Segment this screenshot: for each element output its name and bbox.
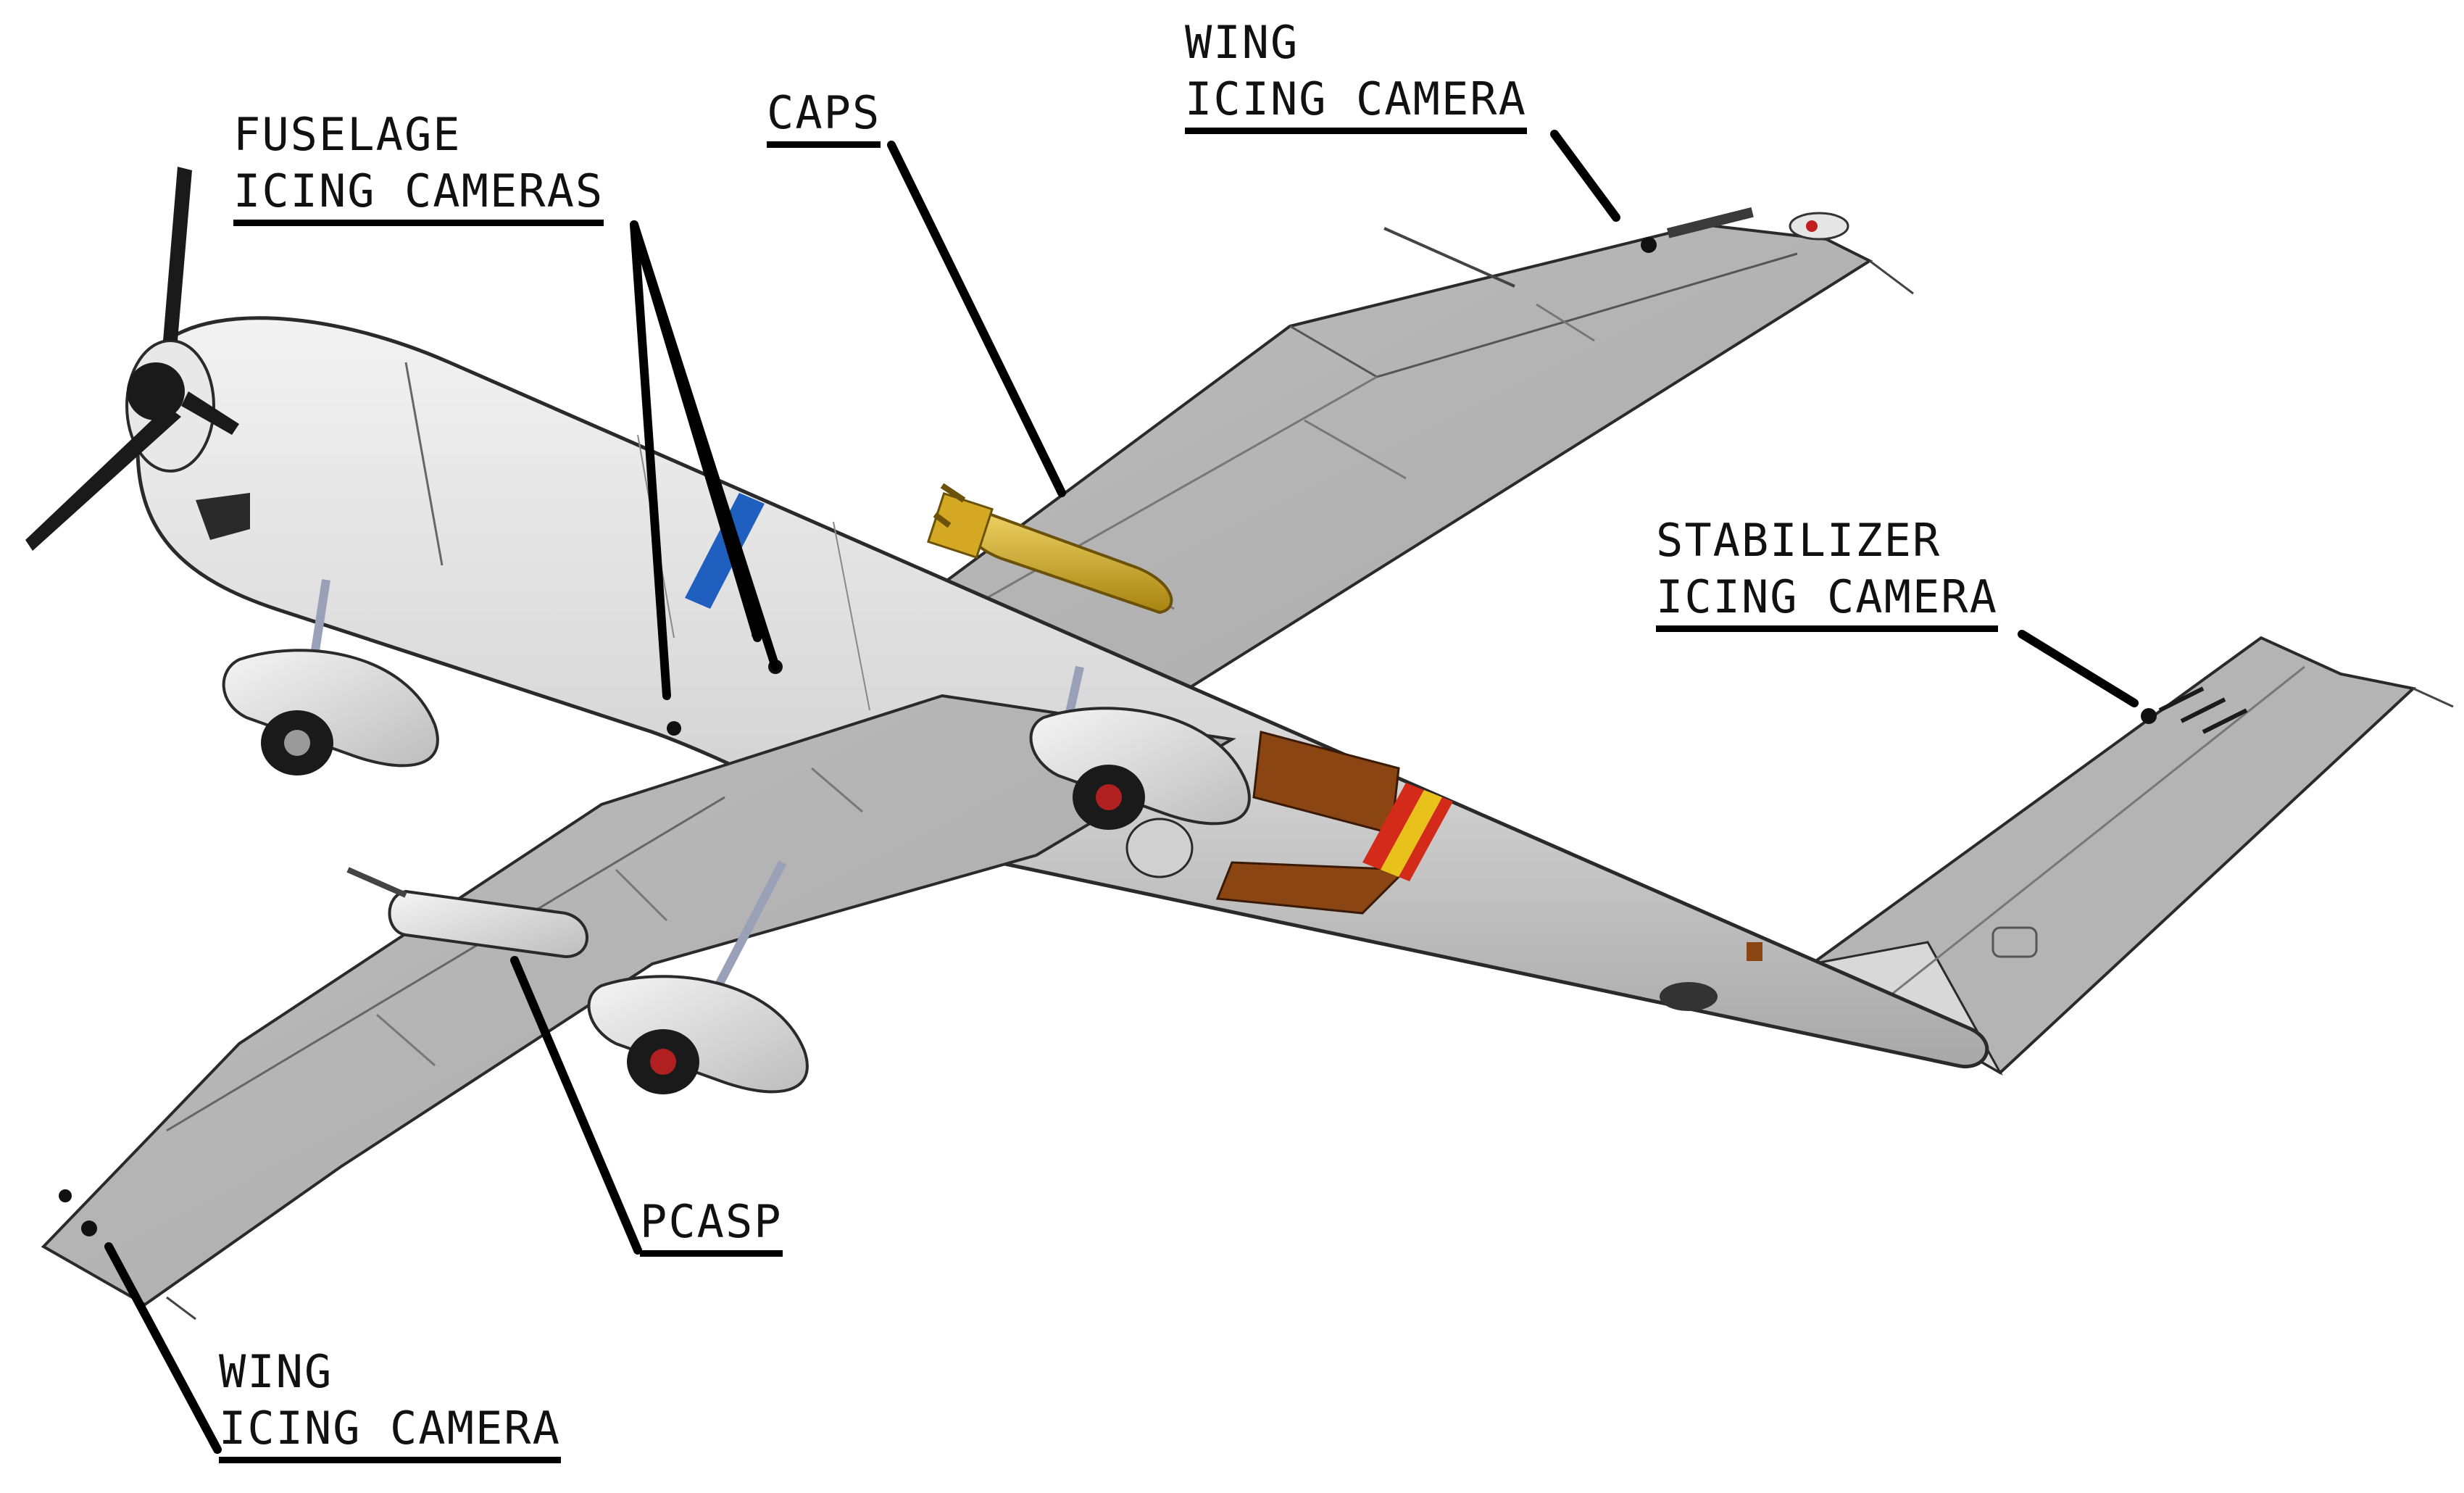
leader-stabilizer-camera [2018, 630, 2139, 707]
fuselage-hatch [1215, 731, 1453, 915]
landing-gear [222, 579, 1251, 1094]
leader-pcasp [510, 956, 642, 1255]
wing-camera-left-label-line2: ICING CAMERA [219, 1406, 561, 1463]
wing-camera-left-label: WING ICING CAMERA [219, 1349, 561, 1463]
wing-camera-right-label-line1: WING [1185, 16, 1299, 69]
stabilizer-camera-label-line2: ICING CAMERA [1656, 575, 1998, 632]
caps-label: CAPS [767, 91, 881, 148]
fuselage [136, 316, 1989, 1068]
wing-camera-right-label-line2: ICING CAMERA [1185, 77, 1527, 134]
leader-fuselage-camera-c [630, 220, 780, 671]
wing-camera-left-label-line1: WING [219, 1345, 333, 1398]
pcasp-probe [346, 867, 588, 959]
leader-fuselage-camera-a [630, 220, 671, 700]
propeller [25, 167, 250, 551]
stabilizer-camera-label-line1: STABILIZER [1656, 514, 1941, 567]
leader-wing-camera-right [1550, 130, 1620, 222]
fuselage-cameras-label-line2: ICING CAMERAS [233, 169, 604, 226]
wing-camera-right-label: WING ICING CAMERA [1185, 20, 1527, 134]
stabilizer-camera-label: STABILIZER ICING CAMERA [1656, 518, 1998, 632]
pcasp-label: PCASP [640, 1199, 783, 1257]
caps-probe [927, 483, 1173, 615]
fuselage-cameras-label-line1: FUSELAGE [233, 108, 462, 161]
leader-lines [104, 130, 2139, 1454]
pcasp-label-line1: PCASP [640, 1199, 783, 1257]
leader-wing-camera-left [104, 1242, 222, 1454]
fuselage-cameras-label: FUSELAGE ICING CAMERAS [233, 112, 604, 226]
leader-caps [887, 141, 1066, 497]
caps-label-line1: CAPS [767, 91, 881, 148]
